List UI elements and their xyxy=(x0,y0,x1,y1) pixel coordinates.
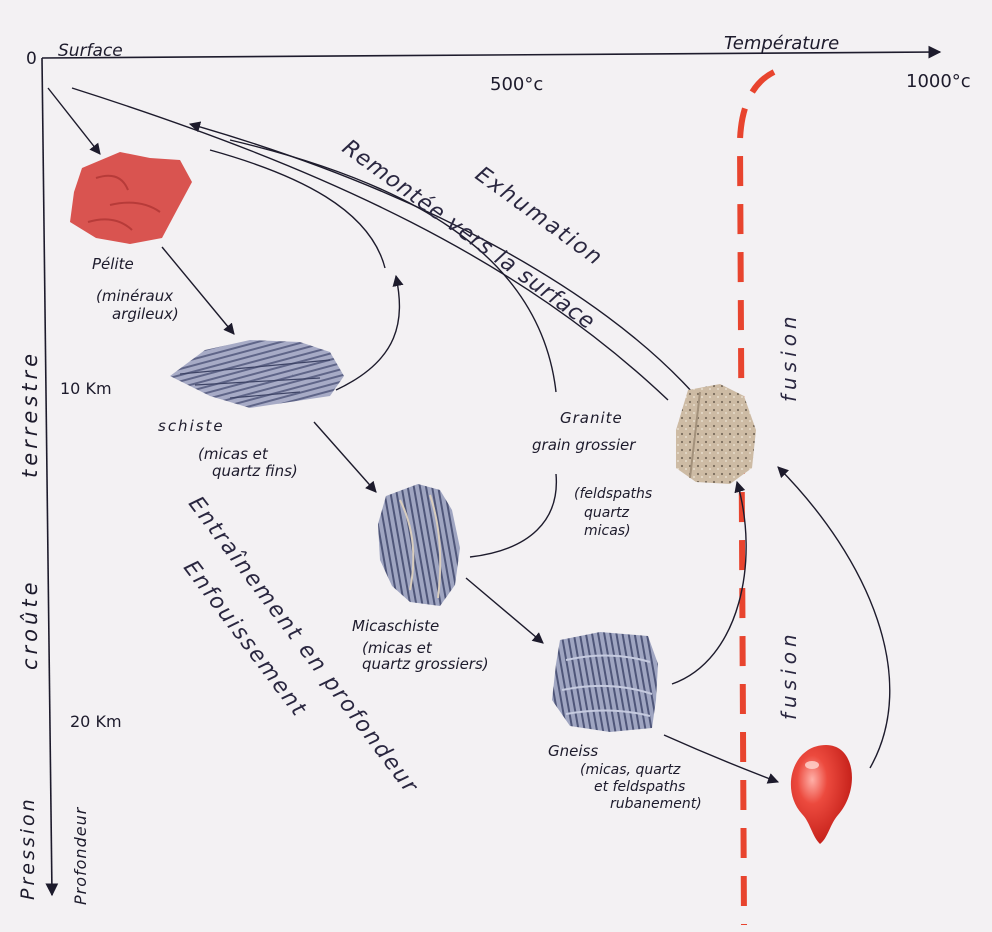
schiste-rock xyxy=(170,340,344,408)
arrow-schiste-to-micaschiste xyxy=(313,421,377,493)
fusion-line xyxy=(736,69,776,926)
exhumation-curve-granite xyxy=(229,139,557,393)
d20-label: 20 Km xyxy=(70,712,122,731)
exhumation-curve-schiste xyxy=(209,149,386,269)
exhumation-arrows xyxy=(71,87,891,769)
arrow-schiste-loop xyxy=(335,274,404,391)
gneiss-desc-3: rubanement) xyxy=(610,796,702,812)
granite-desc-3: micas) xyxy=(584,523,631,539)
pelite-name: Pélite xyxy=(92,255,134,273)
arrow-surface-to-pelite xyxy=(47,87,101,155)
t1000-label: 1000°c xyxy=(906,71,971,92)
fusion-label-lower: fusion xyxy=(777,629,801,720)
granite-rock xyxy=(676,384,756,484)
arrow-micaschiste-to-granite xyxy=(469,473,558,558)
burial-arrows xyxy=(47,87,780,784)
magma-drop xyxy=(790,745,852,844)
granite-desc-1: (feldspaths xyxy=(574,486,653,502)
crust-label-croute: croûte xyxy=(18,578,42,671)
exhumation-line-2 xyxy=(71,87,669,401)
arrow-magma-to-granite xyxy=(777,466,891,769)
arrow-micaschiste-to-gneiss xyxy=(465,577,544,644)
arrow-gneiss-to-granite xyxy=(671,480,747,685)
granite-name: Granite xyxy=(560,409,623,427)
arrow-gneiss-to-magma xyxy=(663,734,780,784)
micaschiste-desc-2: quartz grossiers) xyxy=(362,655,489,673)
arrow-pelite-to-schiste xyxy=(161,246,235,335)
granite-desc-2: quartz xyxy=(584,505,629,521)
gneiss-desc-1: (micas, quartz xyxy=(580,762,681,778)
pelite-desc-2: argileux) xyxy=(112,305,179,323)
origin-label: 0 xyxy=(26,49,37,69)
depth-axis xyxy=(41,57,59,897)
surface-label: Surface xyxy=(58,41,123,61)
micaschiste-desc-1: (micas et xyxy=(362,639,432,657)
temperature-label: Température xyxy=(724,33,840,54)
schiste-name: schiste xyxy=(158,417,225,435)
gneiss-rock xyxy=(552,632,658,732)
axes xyxy=(41,45,942,897)
fusion-label-upper: fusion xyxy=(777,311,801,402)
micaschiste-rock xyxy=(378,484,460,606)
depth-label: Profondeur xyxy=(71,806,90,905)
granite-sub: grain grossier xyxy=(532,436,636,454)
micaschiste-name: Micaschiste xyxy=(352,617,440,635)
schiste-desc-1: (micas et xyxy=(198,445,268,463)
schiste-desc-2: quartz fins) xyxy=(212,462,298,480)
pressure-label: Pression xyxy=(17,796,39,900)
t500-label: 500°c xyxy=(490,74,544,95)
pelite-rock xyxy=(70,152,192,244)
temperature-axis xyxy=(41,45,942,59)
crust-label-terrestre: terrestre xyxy=(18,349,42,478)
gneiss-desc-2: et feldspaths xyxy=(594,779,686,795)
pelite-desc-1: (minéraux xyxy=(96,287,174,305)
d10-label: 10 Km xyxy=(60,379,112,398)
gneiss-name: Gneiss xyxy=(548,742,599,760)
